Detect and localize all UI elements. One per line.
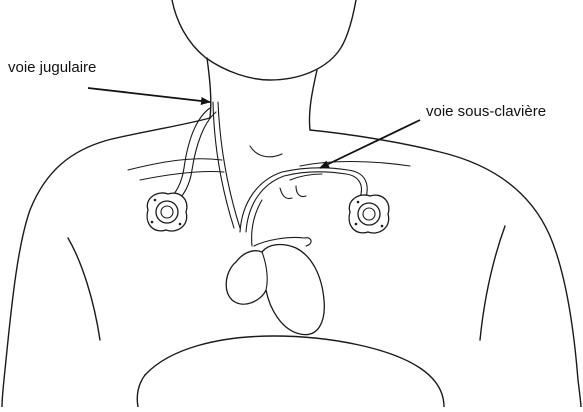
- jugular-arrow: [88, 88, 210, 102]
- right-port: [349, 195, 389, 233]
- head-outline: [172, 0, 356, 80]
- subclavian-catheter: [240, 168, 367, 232]
- lower-chest-outline: [137, 336, 444, 407]
- great-vessels: [252, 186, 311, 246]
- subclavian-label: voie sous-clavière: [426, 103, 546, 120]
- jugular-label: voie jugulaire: [8, 59, 96, 76]
- heart-outline: [226, 245, 324, 335]
- clavicle-lines: [128, 146, 410, 180]
- left-port: [147, 193, 187, 231]
